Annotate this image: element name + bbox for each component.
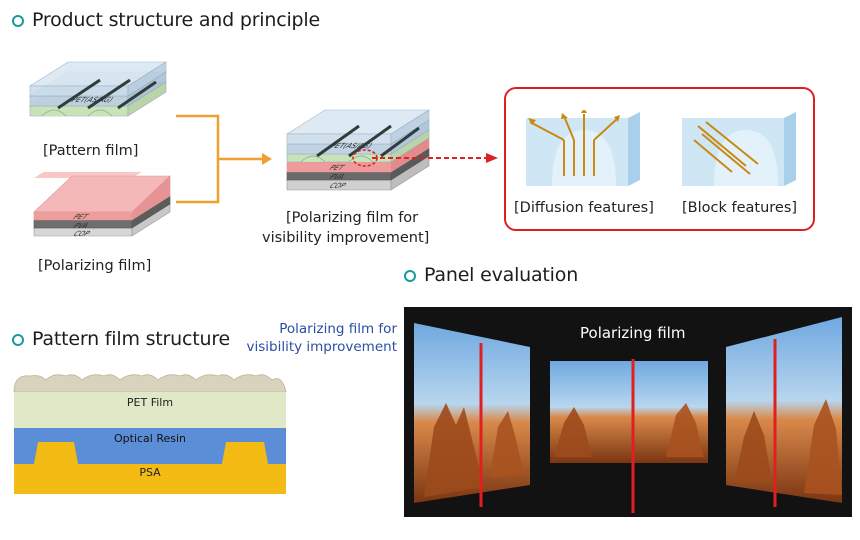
block-icon xyxy=(682,112,796,186)
pattern-film-illustration xyxy=(28,61,168,117)
layer-psa: PSA xyxy=(139,466,161,479)
section-title-pattern-structure: Pattern film structure xyxy=(32,328,231,350)
side-label-line1: Polarizing film for xyxy=(279,321,397,337)
layer-optical-resin: Optical Resin xyxy=(113,432,187,445)
caption-combined-line1: [Polarizing film for xyxy=(286,210,419,226)
detail-arrow-icon xyxy=(372,153,498,163)
caption-combined-line2: visibility improvement] xyxy=(262,230,430,246)
caption-block: [Block features] xyxy=(682,200,798,216)
caption-diffusion: [Diffusion features] xyxy=(514,200,654,216)
panel-evaluation-photo xyxy=(404,307,852,517)
section-title-product: Product structure and principle xyxy=(32,9,320,31)
layer-label-pattern-top-combined: PET(AS/AG) xyxy=(327,142,375,150)
section-title-panel: Panel evaluation xyxy=(424,264,579,286)
photo-label: Polarizing film xyxy=(580,324,686,342)
section-bullet-icon xyxy=(12,15,24,27)
diffusion-icon xyxy=(526,110,640,186)
features-box xyxy=(504,87,815,231)
combine-arrow-icon xyxy=(176,114,272,204)
section-bullet-icon xyxy=(404,270,416,282)
section-bullet-icon xyxy=(12,334,24,346)
caption-pattern-film: [Pattern film] xyxy=(43,143,139,159)
side-label-line2: visibility improvement xyxy=(246,339,397,355)
polarizing-film-illustration xyxy=(32,172,172,237)
layer-pet-film: PET Film xyxy=(126,396,174,409)
caption-polarizing-film: [Polarizing film] xyxy=(38,258,152,274)
layer-label-pattern-top: PET(AS/AG) xyxy=(68,96,116,104)
pattern-film-structure-diagram xyxy=(13,374,287,494)
combined-film-illustration xyxy=(285,109,431,191)
